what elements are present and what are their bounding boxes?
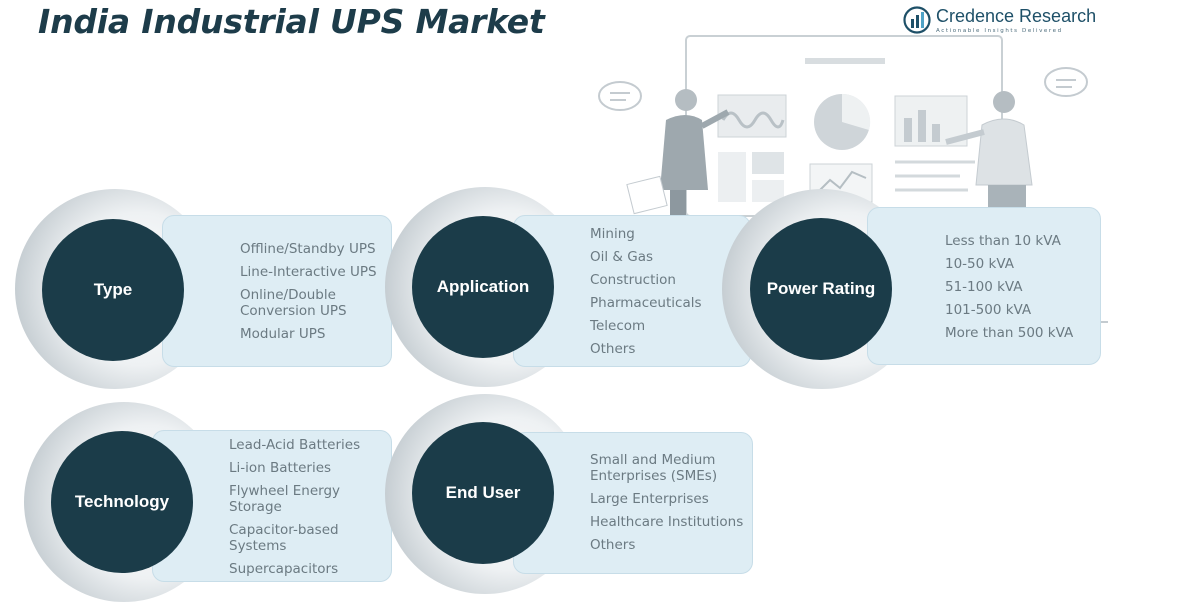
list-item: Pharmaceuticals (590, 295, 702, 311)
segment-circle: Application (412, 216, 554, 358)
list-item: Line-Interactive UPS (240, 264, 377, 280)
list-item: Oil & Gas (590, 249, 654, 265)
list-item: Li-ion Batteries (229, 460, 332, 476)
segment-items: Lead-Acid Batteries Li-ion Batteries Fly… (229, 437, 379, 584)
list-item: Others (590, 341, 636, 357)
segment-items: Offline/Standby UPS Line-Interactive UPS… (240, 241, 386, 349)
segment-circle: End User (412, 422, 554, 564)
list-item: 51-100 kVA (945, 279, 1023, 295)
list-item: Supercapacitors (229, 561, 339, 577)
page-title: India Industrial UPS Market (38, 2, 545, 41)
bar-chart-logo-icon (903, 6, 931, 34)
list-item: Small and Medium Enterprises (SMEs) (590, 452, 718, 484)
segment-items: Mining Oil & Gas Construction Pharmaceut… (590, 226, 745, 364)
segment-items: Small and Medium Enterprises (SMEs) Larg… (590, 452, 748, 560)
list-item: 10-50 kVA (945, 256, 1014, 272)
segment-circle: Type (42, 219, 184, 361)
list-item: Construction (590, 272, 676, 288)
list-item: Telecom (590, 318, 646, 334)
list-item: 101-500 kVA (945, 302, 1032, 318)
list-item: More than 500 kVA (945, 325, 1074, 341)
list-item: Modular UPS (240, 326, 326, 342)
list-item: Mining (590, 226, 635, 242)
list-item: Others (590, 537, 636, 553)
brand-name: Credence Research (936, 6, 1097, 26)
segment-circle: Power Rating (750, 218, 892, 360)
list-item: Lead-Acid Batteries (229, 437, 361, 453)
brand-tagline: Actionable Insights Delivered (936, 28, 1063, 34)
list-item: Large Enterprises (590, 491, 709, 507)
list-item: Less than 10 kVA (945, 233, 1061, 249)
list-item: Online/Double Conversion UPS (240, 287, 347, 319)
list-item: Offline/Standby UPS (240, 241, 376, 257)
segment-circle: Technology (51, 431, 193, 573)
segment-items: Less than 10 kVA 10-50 kVA 51-100 kVA 10… (945, 233, 1095, 348)
list-item: Flywheel Energy Storage (229, 483, 341, 515)
segment-card (867, 207, 1101, 365)
list-item: Capacitor-based Systems (229, 522, 339, 554)
list-item: Healthcare Institutions (590, 514, 744, 530)
segment-card (162, 215, 392, 367)
